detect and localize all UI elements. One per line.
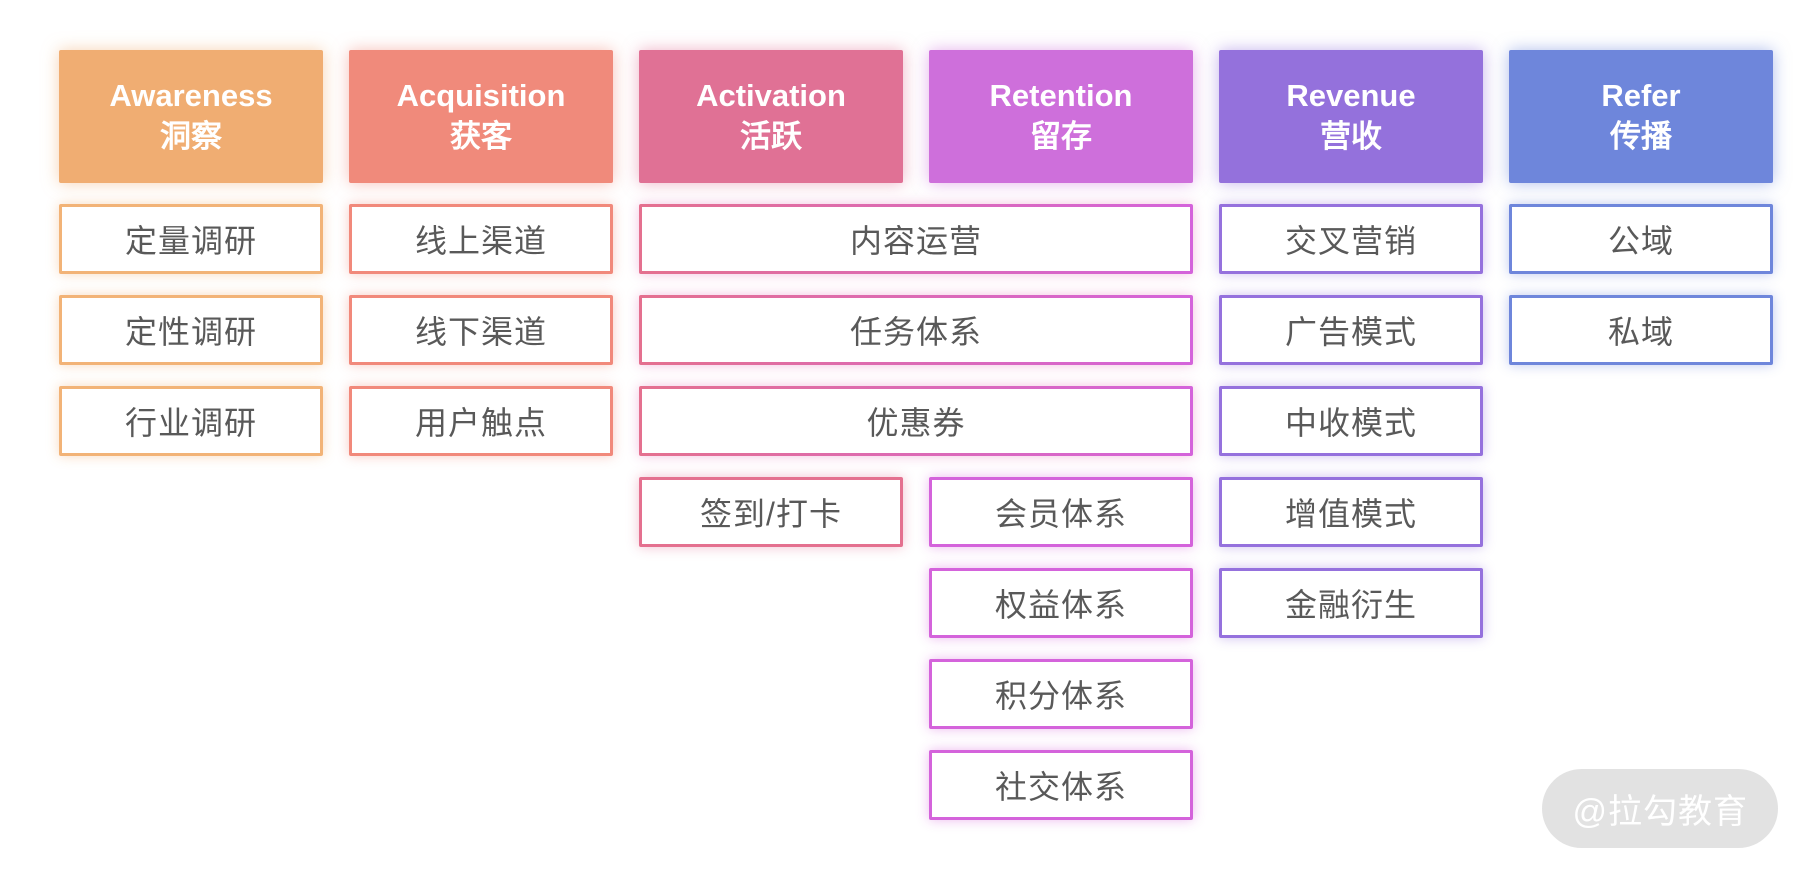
item-quantitative-research: 定量调研 <box>59 204 323 274</box>
item-coupons: 优惠券 <box>639 386 1193 456</box>
stage-header-acquisition: Acquisition 获客 <box>349 50 613 183</box>
item-value-added-model: 增值模式 <box>1219 477 1483 547</box>
item-offline-channels: 线下渠道 <box>349 295 613 365</box>
stage-name-zh: 传播 <box>1610 118 1672 154</box>
item-user-touchpoints: 用户触点 <box>349 386 613 456</box>
stage-name-en: Refer <box>1601 77 1681 113</box>
item-advertising-model: 广告模式 <box>1219 295 1483 365</box>
stage-header-activation: Activation 活跃 <box>639 50 903 183</box>
stage-header-retention: Retention 留存 <box>929 50 1193 183</box>
stage-header-revenue: Revenue 营收 <box>1219 50 1483 183</box>
item-benefits-system: 权益体系 <box>929 568 1193 638</box>
stage-name-zh: 获客 <box>450 118 512 154</box>
item-check-in: 签到/打卡 <box>639 477 903 547</box>
stage-header-awareness: Awareness 洞察 <box>59 50 323 183</box>
item-private-domain: 私域 <box>1509 295 1773 365</box>
stage-header-refer: Refer 传播 <box>1509 50 1773 183</box>
item-cross-marketing: 交叉营销 <box>1219 204 1483 274</box>
item-membership-system: 会员体系 <box>929 477 1193 547</box>
stage-name-zh: 留存 <box>1030 118 1092 154</box>
item-financial-derivatives: 金融衍生 <box>1219 568 1483 638</box>
item-online-channels: 线上渠道 <box>349 204 613 274</box>
stage-name-en: Activation <box>696 77 846 113</box>
stage-name-en: Revenue <box>1286 77 1416 113</box>
funnel-grid: Awareness 洞察 Acquisition 获客 Activation 活… <box>59 50 1773 820</box>
item-points-system: 积分体系 <box>929 659 1193 729</box>
stage-name-en: Retention <box>989 77 1133 113</box>
item-task-system: 任务体系 <box>639 295 1193 365</box>
stage-name-zh: 活跃 <box>740 118 802 154</box>
item-public-domain: 公域 <box>1509 204 1773 274</box>
item-content-operations: 内容运营 <box>639 204 1193 274</box>
stage-name-en: Acquisition <box>396 77 566 113</box>
watermark-lagou-education: @拉勾教育 <box>1542 769 1778 848</box>
item-intermediate-income-model: 中收模式 <box>1219 386 1483 456</box>
stage-name-zh: 洞察 <box>160 118 222 154</box>
item-qualitative-research: 定性调研 <box>59 295 323 365</box>
item-industry-research: 行业调研 <box>59 386 323 456</box>
stage-name-zh: 营收 <box>1320 118 1382 154</box>
item-social-system: 社交体系 <box>929 750 1193 820</box>
stage-name-en: Awareness <box>109 77 273 113</box>
